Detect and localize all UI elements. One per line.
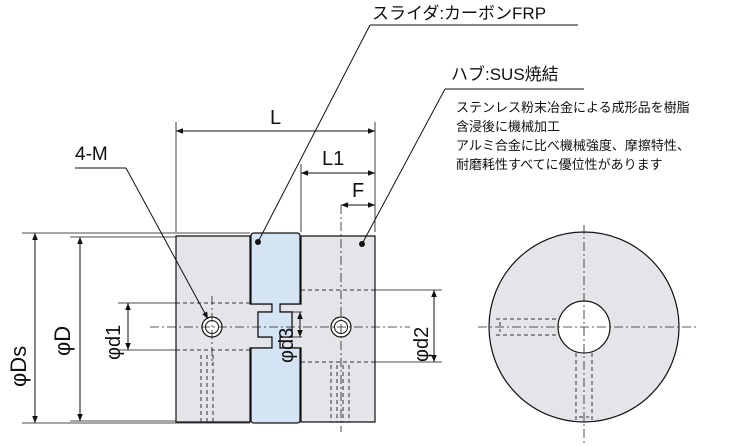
dim-phid3: φd3 xyxy=(276,328,298,363)
dim-F: F xyxy=(352,180,364,202)
label-slider: スライダ:カーボンFRP xyxy=(372,4,546,23)
dim-L1: L1 xyxy=(322,148,344,170)
note-line-1: ステンレス粉末冶金による成形品を樹脂 xyxy=(456,100,690,116)
dim-phiD: φD xyxy=(50,326,75,356)
note-line-4: 耐磨耗性すべてに優位性があります xyxy=(456,158,663,173)
slider xyxy=(250,232,301,424)
dim-phiDs: φDs xyxy=(6,346,31,387)
note-line-2: 含浸後に機械加工 xyxy=(456,119,560,135)
label-4M: 4-M xyxy=(75,144,108,165)
dim-L: L xyxy=(270,107,281,129)
end-view xyxy=(478,225,696,446)
note-line-3: アルミ合金に比べ機械強度、摩擦特性、 xyxy=(456,138,690,154)
dim-phid1: φd1 xyxy=(103,325,125,360)
label-hub: ハブ:SUS焼結 xyxy=(451,64,559,84)
dim-phid2: φd2 xyxy=(411,327,433,362)
